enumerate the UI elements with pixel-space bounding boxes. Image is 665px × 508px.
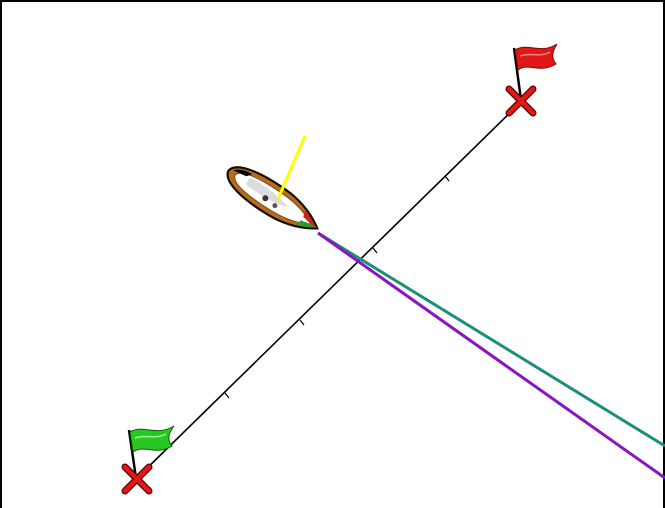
- starboard-mark[interactable]: [125, 426, 174, 491]
- red-flag-icon: [514, 44, 557, 100]
- red-x-mark-icon: [125, 467, 149, 491]
- layline-teal: [318, 233, 665, 446]
- start-line: [137, 102, 521, 478]
- wind-indicator: [278, 136, 305, 199]
- sailboat-icon[interactable]: [220, 158, 326, 242]
- green-flag-icon: [129, 426, 174, 478]
- layline-purple: [318, 233, 665, 478]
- port-mark[interactable]: [509, 44, 557, 113]
